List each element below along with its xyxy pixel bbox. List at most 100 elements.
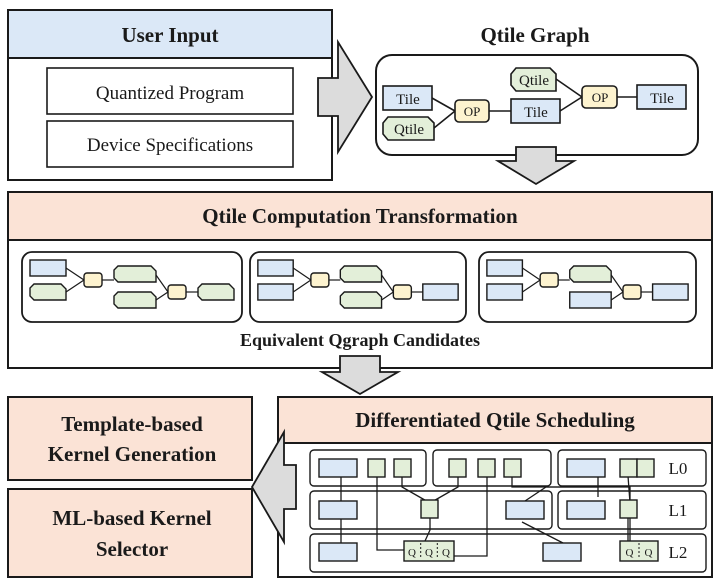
tile-node: [486, 283, 524, 301]
quantized-program-label: Quantized Program: [96, 83, 244, 104]
qtile-node: [339, 265, 383, 283]
qtile-node: [619, 499, 638, 519]
qtile-node: [113, 265, 157, 283]
q-label: Q: [645, 547, 653, 559]
quantized-program-box: [46, 67, 294, 115]
down-arrow-icon: [494, 146, 578, 186]
qtile-node: [29, 283, 67, 301]
qtile-node: [636, 458, 655, 478]
template-line-2: Kernel Generation: [48, 442, 217, 466]
tile-node-label: Tile: [524, 105, 548, 121]
user-input-panel: User Input Quantized Program Device Spec…: [7, 9, 333, 181]
l0-block: [309, 449, 427, 487]
tile-node-label: Tile: [650, 91, 674, 107]
candidate-frame: [478, 251, 697, 323]
q-label: Q: [408, 547, 416, 559]
tile-node: [382, 85, 433, 111]
op-node: [454, 99, 490, 123]
tile-node: [505, 500, 545, 520]
level-label-l2: L2: [669, 543, 688, 562]
op-node-label: OP: [464, 104, 481, 119]
qtile-node: [382, 116, 435, 141]
tile-node: [257, 259, 294, 277]
l0-block: [557, 449, 707, 487]
quantized-tile-group: Q Q Q: [403, 540, 455, 562]
l1-block: [309, 490, 553, 530]
level-label-l1: L1: [669, 501, 688, 520]
tile-node: [257, 283, 294, 301]
tile-node: [636, 84, 687, 110]
tile-node: [29, 259, 67, 277]
device-specifications-box: [46, 120, 294, 168]
candidate-frame: [21, 251, 243, 323]
scheduling-title: Differentiated Qtile Scheduling: [355, 408, 635, 432]
l0-block: [432, 449, 552, 487]
tile-node: [542, 542, 582, 562]
qtile-node-label: Qtile: [394, 122, 424, 138]
tile-node: [422, 283, 459, 301]
user-input-title: User Input: [121, 23, 218, 47]
qtile-graph-title: Qtile Graph: [480, 23, 589, 47]
template-kernel-generation-box: Template-based Kernel Generation: [7, 396, 253, 481]
right-arrow-icon: [317, 38, 374, 156]
tile-node-label: Tile: [396, 92, 420, 108]
qtile-node: [477, 458, 496, 478]
tile-node: [510, 98, 561, 124]
op-node-label: OP: [592, 90, 609, 105]
candidate-frame: [249, 251, 467, 323]
device-specifications-label: Device Specifications: [87, 135, 253, 156]
transformation-header: [7, 191, 713, 241]
op-node: [310, 272, 330, 288]
qtile-node: [197, 283, 235, 301]
qtile-node: [510, 67, 557, 92]
qtile-node: [619, 458, 638, 478]
candidates-caption: Equivalent Qgraph Candidates: [240, 330, 480, 350]
qgraph-candidate: [21, 251, 243, 323]
l1-block: [557, 490, 707, 530]
qtile-node: [448, 458, 467, 478]
q-label: Q: [442, 547, 450, 559]
scheduling-panel: Differentiated Qtile Scheduling: [277, 396, 713, 578]
qgraph-candidate: [249, 251, 467, 323]
tile-node: [318, 500, 358, 520]
scheduling-header: [277, 396, 713, 444]
down-arrow-icon: [318, 355, 402, 396]
ml-kernel-selector-box: ML-based Kernel Selector: [7, 488, 253, 578]
qtile-graph-panel: Tile Qtile OP Qtile Tile OP Tile: [375, 54, 699, 156]
tile-node: [318, 542, 358, 562]
transformation-panel: Qtile Computation Transformation Equival…: [7, 191, 713, 369]
qtile-node: [503, 458, 522, 478]
qtile-node: [393, 458, 412, 478]
q-label: Q: [626, 547, 634, 559]
quantized-tile-group: Q Q: [619, 540, 659, 562]
tile-node: [566, 500, 606, 520]
qtile-node: [569, 265, 612, 283]
tile-node: [566, 458, 606, 478]
qtile-node: [113, 291, 157, 309]
op-node: [392, 284, 413, 300]
tile-node: [318, 458, 358, 478]
qgraph-candidate: [478, 251, 697, 323]
op-node: [622, 284, 642, 300]
op-node: [581, 85, 618, 109]
op-node: [167, 284, 187, 300]
left-arrow-icon: [250, 428, 297, 546]
ml-line-2: Selector: [96, 537, 168, 561]
memory-level-rows: [309, 449, 707, 573]
transformation-title: Qtile Computation Transformation: [202, 204, 518, 228]
template-line-1: Template-based: [61, 412, 203, 436]
ml-line-1: ML-based Kernel: [52, 506, 211, 530]
qtile-graph-edges: [431, 78, 637, 129]
qtile-node: [339, 291, 383, 309]
tile-node: [569, 291, 612, 309]
qtile-node: [420, 499, 439, 519]
tile-node: [651, 283, 689, 301]
user-input-header: [7, 9, 333, 59]
tile-node: [486, 259, 524, 277]
qgraph-candidates: [21, 251, 697, 323]
level-label-l0: L0: [669, 459, 688, 478]
op-node: [539, 272, 559, 288]
l2-block: [309, 533, 707, 573]
op-node: [83, 272, 103, 288]
